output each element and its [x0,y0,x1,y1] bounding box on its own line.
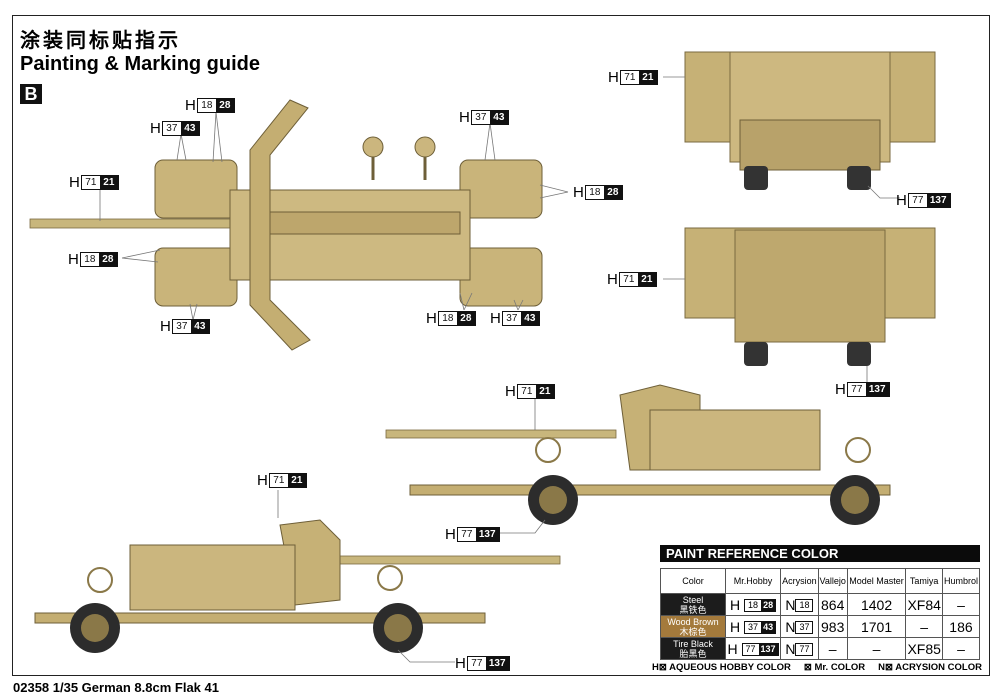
tamiya-cell: – [905,615,943,638]
column-header: Vallejo [817,568,848,594]
top-view-barrel [29,218,261,229]
humbrol-cell: – [941,593,981,616]
paint-reference-panel: PAINT REFERENCE COLOR Color Mr.Hobby Acr… [660,545,981,660]
legend-acrysion: N⊠ ACRYSION COLOR [878,662,982,673]
page-frame [12,15,990,676]
legend-mr-color: ⊠ Mr. COLOR [803,662,866,673]
humbrol-cell: – [941,637,981,660]
top-view-wheel-group [459,247,543,307]
section-badge: B [20,84,42,104]
tamiya-cell: XF84 [905,593,943,616]
rear-view-drawing [684,227,936,366]
paint-reference-table: Color Mr.Hobby Acrysion Vallejo Model Ma… [660,568,981,660]
column-header: Acrysion [780,568,819,594]
left-side-view-drawing [34,519,561,653]
vallejo-cell: 983 [817,615,848,638]
title-chinese: 涂装同标贴指示 [20,28,181,52]
table-header-row: Color Mr.Hobby Acrysion Vallejo Model Ma… [660,568,981,594]
front-view-drawing [684,51,936,190]
vallejo-cell: 864 [817,593,848,616]
top-view-wheel-group [459,159,543,219]
column-header: Humbrol [941,568,981,594]
model-master-cell: 1701 [846,615,907,638]
legend-aqueous: H⊠ AQUEOUS HOBBY COLOR [652,662,791,673]
column-header: Model Master [846,568,907,594]
column-header: Mr.Hobby [724,568,782,594]
top-view-shield [249,99,311,351]
paint-reference-title: PAINT REFERENCE COLOR [660,545,980,562]
top-view-wheel-group [154,159,238,219]
humbrol-cell: 186 [941,615,981,638]
right-side-view-drawing [385,384,891,525]
column-header: Color [660,568,726,594]
product-footer: 02358 1/35 German 8.8cm Flak 41 [13,680,219,695]
paint-legend: H⊠ AQUEOUS HOBBY COLOR ⊠ Mr. COLOR N⊠ AC… [652,662,982,673]
top-view-leaders [99,111,569,321]
top-view-wheel-group [154,247,238,307]
column-header: Tamiya [905,568,943,594]
tamiya-cell: XF85 [905,637,943,660]
vallejo-cell: – [817,637,848,660]
top-view-drawing [29,99,543,351]
model-master-cell: 1402 [846,593,907,616]
model-master-cell: – [846,637,907,660]
title-english: Painting & Marking guide [20,53,261,75]
